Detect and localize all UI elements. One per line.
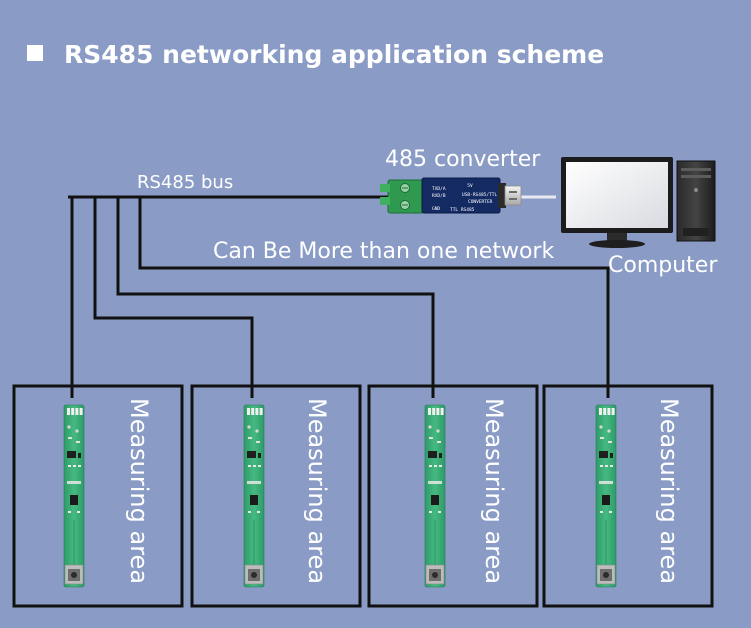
measuring-area-label: Measuring area — [303, 398, 331, 584]
measuring-area-4: Measuring area — [542, 384, 714, 608]
network-note: Can Be More than one network — [213, 239, 554, 264]
usb-rs485-converter-icon: 5V TXD/A RXD/B GND USB-RS485/TTL CONVERT… — [380, 177, 522, 214]
converter-pin-rxd: RXD/B — [432, 193, 446, 199]
converter-pin-5v: 5V — [467, 183, 473, 189]
measuring-area-label: Measuring area — [125, 398, 153, 584]
converter-pin-txd: TXD/A — [432, 186, 446, 192]
sensor-probe-icon — [63, 404, 85, 588]
page-title: RS485 networking application scheme — [64, 40, 604, 69]
desktop-computer-icon — [561, 157, 716, 248]
measuring-area-label: Measuring area — [480, 398, 508, 584]
sensor-probe-icon — [595, 404, 617, 588]
converter-model-text: USB-RS485/TTL — [462, 192, 498, 198]
measuring-area-2: Measuring area — [190, 384, 362, 608]
bus-label: RS485 bus — [137, 172, 233, 193]
drop-wire-4 — [138, 197, 610, 398]
converter-brand-text: TTL RS485 — [450, 207, 475, 213]
drop-wire-2 — [93, 197, 254, 398]
computer-label: Computer — [608, 253, 718, 278]
measuring-area-1: Measuring area — [12, 384, 184, 608]
measuring-area-3: Measuring area — [367, 384, 539, 608]
converter-type-text: CONVERTER — [468, 199, 493, 205]
sensor-probe-icon — [243, 404, 265, 588]
converter-label: 485 converter — [385, 147, 541, 172]
bus-wiring — [68, 195, 610, 398]
sensor-probe-icon — [424, 404, 446, 588]
measuring-area-label: Measuring area — [655, 398, 683, 584]
square-bullet-icon — [27, 45, 43, 61]
drop-wire-3 — [116, 197, 435, 398]
converter-pin-gnd: GND — [432, 206, 440, 212]
